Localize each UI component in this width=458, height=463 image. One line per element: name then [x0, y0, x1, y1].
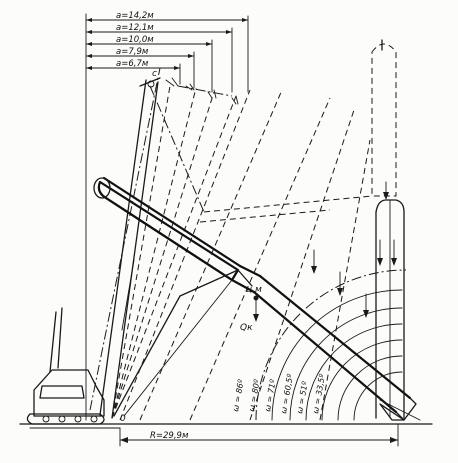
- outreach-dimension-lines: [85, 13, 249, 421]
- angle-labels: ω = 86º ω = 80º ω = 71º ω = 60,5º ω = 51…: [231, 373, 327, 414]
- crane-base: [26, 307, 105, 425]
- upper-dashed-outline: [199, 195, 373, 223]
- rotation-arcs: [255, 269, 407, 421]
- outreach-label-4: a=7,9м: [116, 47, 149, 57]
- boom-tip-marks: [165, 77, 239, 105]
- angle-label-5: ω = 51º: [295, 381, 310, 415]
- outreach-label-3: a=10,0м: [116, 35, 154, 45]
- base-point-label: 0: [120, 414, 126, 424]
- angle-label-2: ω = 80º: [247, 379, 262, 413]
- radius-dimension: [119, 423, 399, 447]
- main-boom: [93, 176, 421, 421]
- intermediate-boom-positions: [89, 67, 371, 421]
- upright-boom: [371, 39, 405, 421]
- strut: [113, 269, 239, 417]
- load-arrows: [311, 181, 397, 318]
- angle-label-1: ω = 86º: [231, 379, 246, 413]
- angle-label-3: ω = 71º: [263, 379, 278, 413]
- tip-label: c: [152, 69, 157, 79]
- steep-boom: [99, 77, 161, 419]
- load-label: Qк: [240, 323, 253, 333]
- center-of-mass-label: ц.м: [246, 285, 262, 295]
- radius-label: R=29,9м: [150, 431, 189, 441]
- outreach-label-2: a=12,1м: [116, 23, 154, 33]
- angle-label-6: ω = 33,5º: [311, 373, 327, 414]
- outreach-label-5: a=6,7м: [116, 59, 149, 69]
- angle-label-4: ω = 60,5º: [279, 373, 295, 414]
- outreach-label-1: a=14,2м: [116, 11, 154, 21]
- center-of-mass-marker: [253, 295, 259, 322]
